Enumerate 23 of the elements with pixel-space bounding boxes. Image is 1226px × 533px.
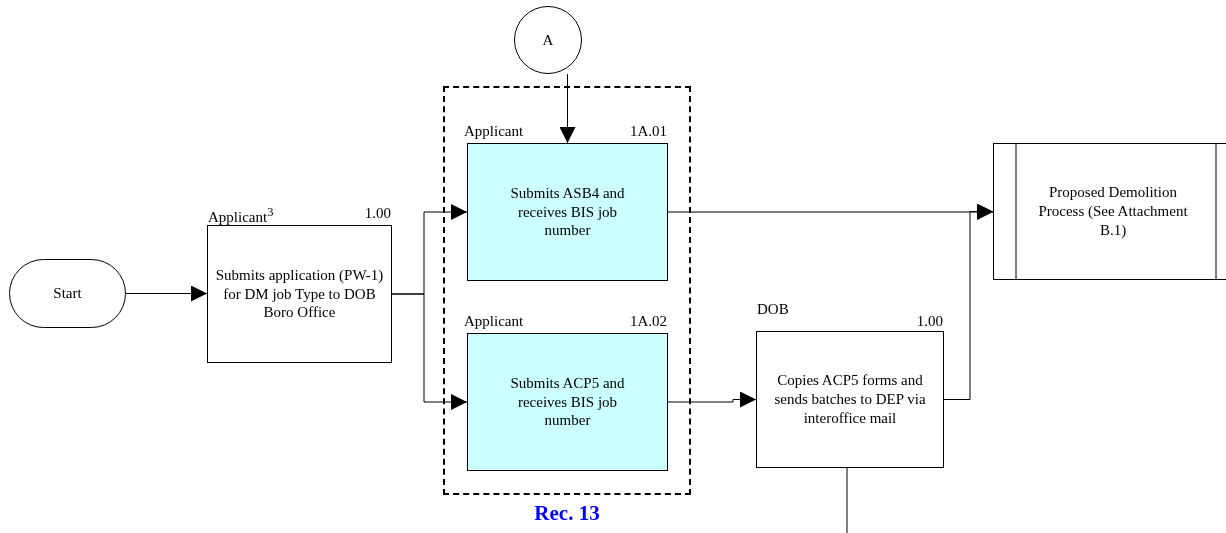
connector-letter: A — [542, 30, 554, 50]
step-text: Copies ACP5 forms and sends batches to DEP via interoffice mail — [773, 371, 927, 428]
role-label: DOB — [757, 302, 789, 317]
arrow — [943, 203, 994, 400]
terminal-text: Start — [53, 284, 82, 303]
role-label: Applicant — [464, 124, 524, 139]
step-number: 1A.02 — [629, 314, 667, 329]
arrow — [559, 73, 576, 144]
predefined-process-box — [993, 143, 1226, 280]
connector-line — [846, 467, 848, 533]
role-label: Applicant — [464, 314, 524, 329]
recommendation-label: Rec. 13 — [534, 503, 600, 524]
step-text: Submits ASB4 and receives BIS job number — [509, 183, 626, 241]
step-text: Submits ACP5 and receives BIS job number — [509, 373, 626, 431]
role-label: Applicant$^{3}$ — [208, 206, 274, 225]
step-text: Submits application (PW-1) for DM job Type to DOB Boro Office — [214, 265, 385, 323]
step-number: 1A.01 — [629, 124, 667, 139]
arrow — [125, 285, 208, 302]
arrow — [391, 293, 468, 410]
arrow — [667, 391, 757, 408]
step-number: 1.00 — [364, 206, 391, 221]
step-text: Proposed Demolition Process (See Attachment B.1) — [1037, 183, 1189, 240]
step-number: 1.00 — [916, 314, 943, 329]
